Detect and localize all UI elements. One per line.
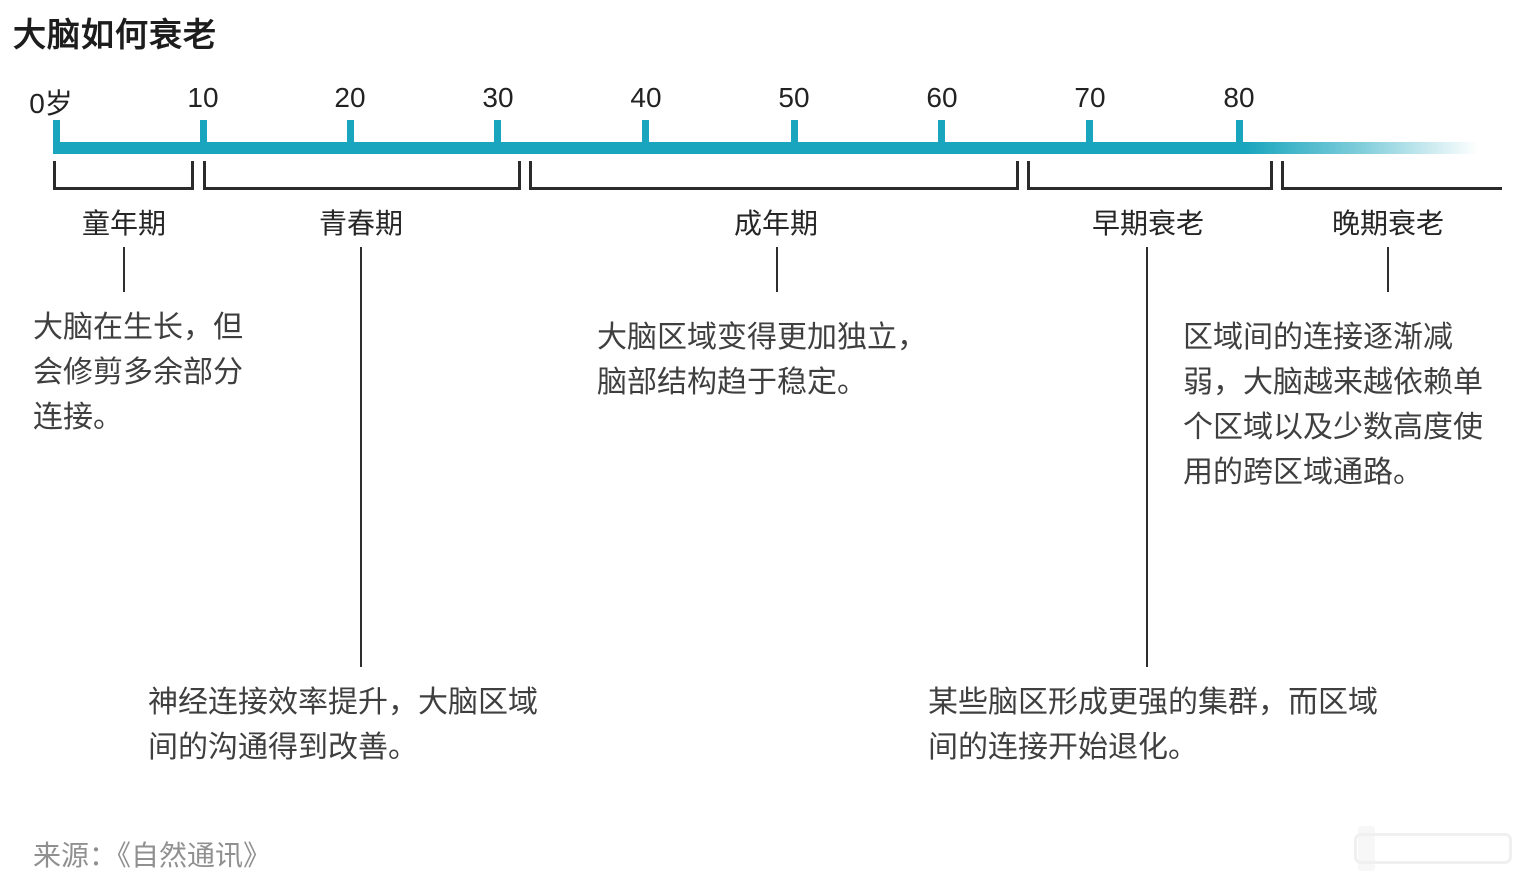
annotation-adolescence: 神经连接效率提升，大脑区域 间的沟通得到改善。 (148, 686, 538, 764)
axis-tick-mark-60 (938, 120, 945, 143)
stage-label-adulthood: 成年期 (733, 208, 819, 239)
bracket-adulthood (529, 161, 1019, 190)
stage-label-late-aging: 晚期衰老 (1331, 208, 1445, 239)
axis-tick-label-40: 40 (630, 82, 662, 113)
axis-tick-mark-30 (494, 120, 501, 143)
stage-label-childhood: 童年期 (81, 208, 167, 239)
axis-tick-label-60: 60 (926, 82, 958, 113)
axis-tick-mark-80 (1236, 120, 1243, 143)
axis-tick-label-70: 70 (1074, 82, 1106, 113)
source-credit: 来源：《自然通讯》 (33, 840, 272, 871)
bracket-adolescence (203, 161, 521, 190)
annotation-adulthood: 大脑区域变得更加独立， 脑部结构趋于稳定。 (597, 321, 927, 399)
axis-tick-mark-0 (53, 120, 60, 143)
axis-tick-label-20: 20 (334, 82, 366, 113)
watermark-bar-shape (1358, 826, 1375, 871)
stage-label-adolescence: 青春期 (318, 208, 404, 239)
axis-tick-label-50: 50 (778, 82, 810, 113)
watermark-icon (1352, 826, 1518, 876)
axis-tick-mark-70 (1086, 120, 1093, 143)
axis-tick-label-80: 80 (1223, 82, 1255, 113)
bracket-early-aging (1027, 161, 1273, 190)
annotation-late-aging: 区域间的连接逐渐减 弱，大脑越来越依赖单 个区域以及少数高度使 用的跨区域通路。 (1183, 321, 1483, 489)
axis-tick-label-30: 30 (482, 82, 514, 113)
connector-adulthood (776, 247, 778, 292)
axis-tick-label-0: 0岁 (29, 88, 73, 119)
timeline-bar (53, 142, 1507, 154)
bracket-late-aging (1281, 161, 1502, 190)
connector-adolescence (360, 247, 362, 667)
bracket-childhood (53, 161, 194, 190)
connector-childhood (123, 247, 125, 292)
connector-late-aging (1387, 247, 1389, 292)
axis-tick-mark-40 (642, 120, 649, 143)
connector-early-aging (1146, 247, 1148, 667)
axis-tick-mark-20 (347, 120, 354, 143)
stage-label-early-aging: 早期衰老 (1091, 208, 1205, 239)
chart-title: 大脑如何衰老 (13, 16, 217, 53)
axis-tick-label-10: 10 (187, 82, 219, 113)
annotation-early-aging: 某些脑区形成更强的集群，而区域 间的连接开始退化。 (928, 686, 1378, 764)
watermark-rect-shape (1354, 833, 1512, 864)
annotation-childhood: 大脑在生长，但 会修剪多余部分 连接。 (33, 311, 243, 434)
axis-tick-mark-50 (791, 120, 798, 143)
axis-tick-mark-10 (200, 120, 207, 143)
